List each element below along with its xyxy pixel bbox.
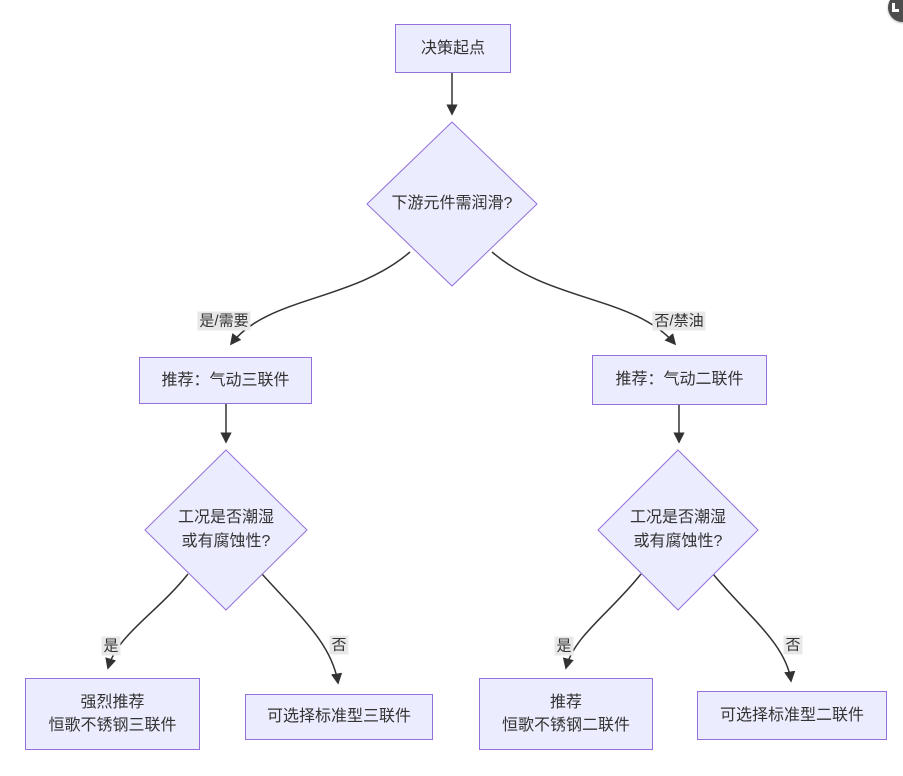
edge-q1-to-rec-triple [229,251,411,346]
node-rec-double: 推荐：气动二联件 [592,355,767,405]
node-rec-double-label: 推荐：气动二联件 [615,371,744,389]
corner-badge-icon [892,3,895,11]
node-rec-triple: 推荐：气动三联件 [139,357,312,404]
corner-badge-button[interactable] [888,0,903,22]
node-start: 决策起点 [395,24,511,73]
diamond-q-humid-right [597,449,759,611]
edge-q2l-no [261,573,343,685]
node-ss-triple: 强烈推荐 恒歌不锈钢三联件 [25,678,200,750]
node-ss-triple-line2: 恒歌不锈钢三联件 [48,717,177,734]
node-start-label: 决策起点 [420,39,485,57]
diamond-q-lubrication [366,121,538,287]
node-std-double: 可选择标准型二联件 [697,691,887,740]
edge-label-yes-left: 是 [101,636,121,656]
edge-label-no-right: 否 [783,635,803,655]
node-std-triple: 可选择标准型三联件 [245,694,433,740]
node-std-triple-label: 可选择标准型三联件 [266,708,411,726]
node-ss-double-line1: 推荐 [549,693,582,711]
edge-q2r-yes [562,573,642,670]
node-ss-double: 推荐 恒歌不锈钢二联件 [479,678,653,750]
edge-label-no-left: 否 [329,635,349,655]
node-ss-triple-line1: 强烈推荐 [80,693,145,711]
diamond-q-humid-left [144,449,308,611]
node-rec-triple-label: 推荐：气动三联件 [161,371,290,389]
edge-label-yes-right: 是 [554,636,574,656]
node-ss-double-line2: 恒歌不锈钢二联件 [501,717,630,734]
edge-q2r-no [712,573,796,683]
edge-label-no-oilfree: 否/禁油 [652,311,706,331]
edge-q1-to-rec-double [491,251,677,346]
node-std-double-label: 可选择标准型二联件 [719,706,864,724]
edge-q2l-yes [105,573,189,670]
edge-label-yes-need: 是/需要 [197,311,251,331]
